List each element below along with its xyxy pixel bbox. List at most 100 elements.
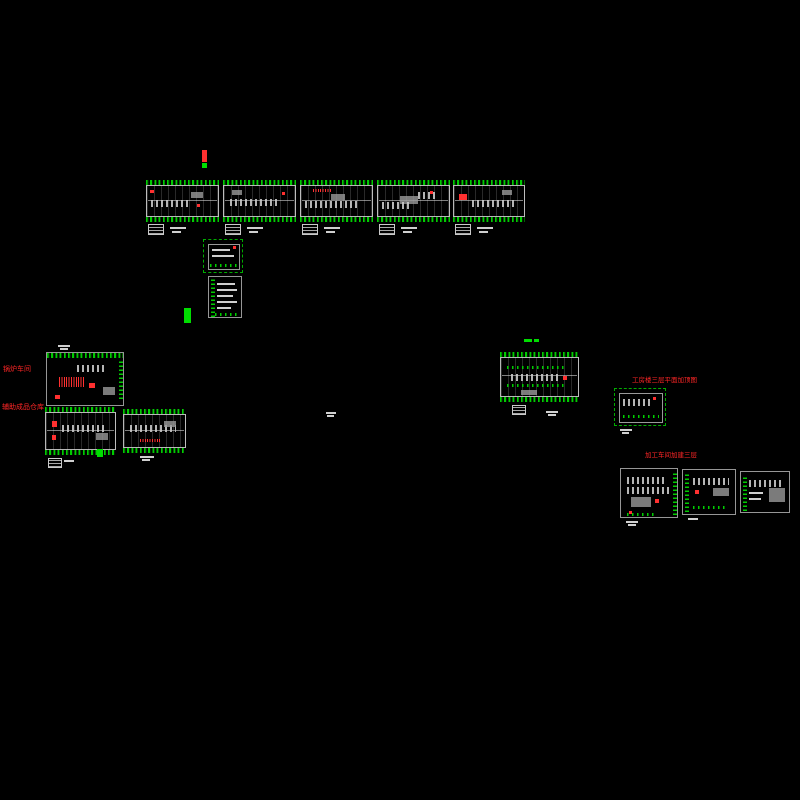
vegetation-band xyxy=(223,217,296,222)
title-mark xyxy=(327,415,334,417)
line-mark xyxy=(217,289,237,291)
room-block xyxy=(713,488,729,496)
plan-thumbnail-top-5[interactable] xyxy=(453,180,525,222)
title-mark xyxy=(479,231,488,233)
plan-thumbnail-top-2[interactable] xyxy=(223,180,296,222)
equipment-row xyxy=(627,487,671,494)
line-mark xyxy=(217,307,231,309)
vegetation-band xyxy=(377,217,450,222)
annotation-finished-goods-warehouse[interactable]: 辅助成品仓库 xyxy=(2,403,44,411)
vegetation-column xyxy=(685,474,689,512)
title-mark xyxy=(548,414,556,416)
red-hatch-area xyxy=(59,377,85,387)
room-block xyxy=(232,190,242,195)
green-marker xyxy=(524,339,532,342)
vegetation-band xyxy=(146,180,219,185)
red-detail xyxy=(55,395,60,399)
plan-interior xyxy=(453,185,525,217)
title-mark xyxy=(403,231,412,233)
vegetation-dots xyxy=(623,415,659,418)
vegetation-band xyxy=(300,180,373,185)
mini-schedule xyxy=(512,405,526,415)
title-mark xyxy=(140,456,154,458)
annotation-third-floor-roof[interactable]: 工房楼三层平面加顶图 xyxy=(632,376,697,384)
plan-thumbnail-top-4[interactable] xyxy=(377,180,450,222)
vegetation-column xyxy=(211,279,215,317)
vegetation-column xyxy=(119,359,123,399)
room-block xyxy=(631,497,651,507)
red-detail xyxy=(52,421,57,427)
room-block xyxy=(769,488,785,502)
plan-thumbnail-top-3[interactable] xyxy=(300,180,373,222)
plan-thumbnail-bottom-1[interactable] xyxy=(620,468,678,518)
annotation-boiler-workshop[interactable]: 锅炉车间 xyxy=(3,365,31,373)
title-mark xyxy=(688,518,698,520)
vegetation-band xyxy=(146,217,219,222)
plan-interior xyxy=(500,357,579,397)
mini-schedule xyxy=(302,224,318,235)
vegetation-band xyxy=(453,217,525,222)
equipment-row xyxy=(627,477,667,484)
detail-thumbnail-1[interactable] xyxy=(203,239,243,273)
equipment-row xyxy=(77,365,107,372)
red-detail xyxy=(150,190,154,193)
red-detail xyxy=(197,204,200,207)
vegetation-band xyxy=(500,352,579,357)
title-mark xyxy=(249,231,258,233)
plan-thumbnail-boiler[interactable] xyxy=(46,352,124,406)
title-mark xyxy=(324,227,340,229)
red-detail xyxy=(430,191,433,194)
vegetation-band xyxy=(300,217,373,222)
plan-thumbnail-bottom-3[interactable] xyxy=(740,471,790,513)
red-detail xyxy=(653,397,656,400)
schedule-strip[interactable] xyxy=(208,276,242,318)
line-mark xyxy=(749,492,763,494)
title-mark xyxy=(142,459,150,461)
equipment-row xyxy=(62,425,106,432)
mini-schedule xyxy=(455,224,471,235)
plan-thumbnail-roof[interactable] xyxy=(614,388,666,426)
red-section-marker[interactable] xyxy=(202,150,207,162)
title-mark xyxy=(626,521,638,523)
vegetation-dots xyxy=(627,513,657,516)
mini-schedule xyxy=(379,224,395,235)
title-mark xyxy=(326,231,335,233)
plan-interior xyxy=(377,185,450,217)
vegetation-dots xyxy=(507,384,567,387)
room-block xyxy=(96,433,108,440)
title-mark xyxy=(64,460,74,462)
red-detail xyxy=(459,194,467,200)
red-detail xyxy=(233,246,236,249)
vegetation-band xyxy=(500,397,579,402)
title-mark xyxy=(622,432,629,434)
annotation-processing-workshop[interactable]: 加工车间加建三层 xyxy=(645,451,697,459)
vegetation-band xyxy=(47,353,123,358)
plan-interior xyxy=(45,412,116,450)
line-mark xyxy=(217,283,235,285)
plan-thumbnail-bottom-2[interactable] xyxy=(682,469,736,515)
vegetation-band xyxy=(123,448,186,453)
vegetation-dots xyxy=(215,313,237,316)
plan-thumbnail-top-1[interactable] xyxy=(146,180,219,222)
detail-outline xyxy=(619,393,663,423)
room-block xyxy=(191,192,203,198)
title-mark xyxy=(172,231,181,233)
line-mark xyxy=(212,255,234,257)
detail-outline xyxy=(208,244,240,270)
plan-thumbnail-warehouse[interactable] xyxy=(45,407,116,455)
green-marker xyxy=(97,449,103,457)
vegetation-column xyxy=(743,475,747,511)
red-detail xyxy=(563,376,567,380)
plan-thumbnail-center-right[interactable] xyxy=(500,352,579,402)
title-mark xyxy=(546,411,558,413)
title-mark xyxy=(477,227,493,229)
red-detail xyxy=(655,499,659,503)
equipment-row xyxy=(230,199,278,206)
plan-thumbnail-left-3[interactable] xyxy=(123,409,186,453)
title-mark xyxy=(326,412,336,414)
mini-schedule xyxy=(48,458,62,468)
green-marker[interactable] xyxy=(184,308,191,323)
red-detail xyxy=(282,192,285,195)
title-mark xyxy=(628,524,636,526)
